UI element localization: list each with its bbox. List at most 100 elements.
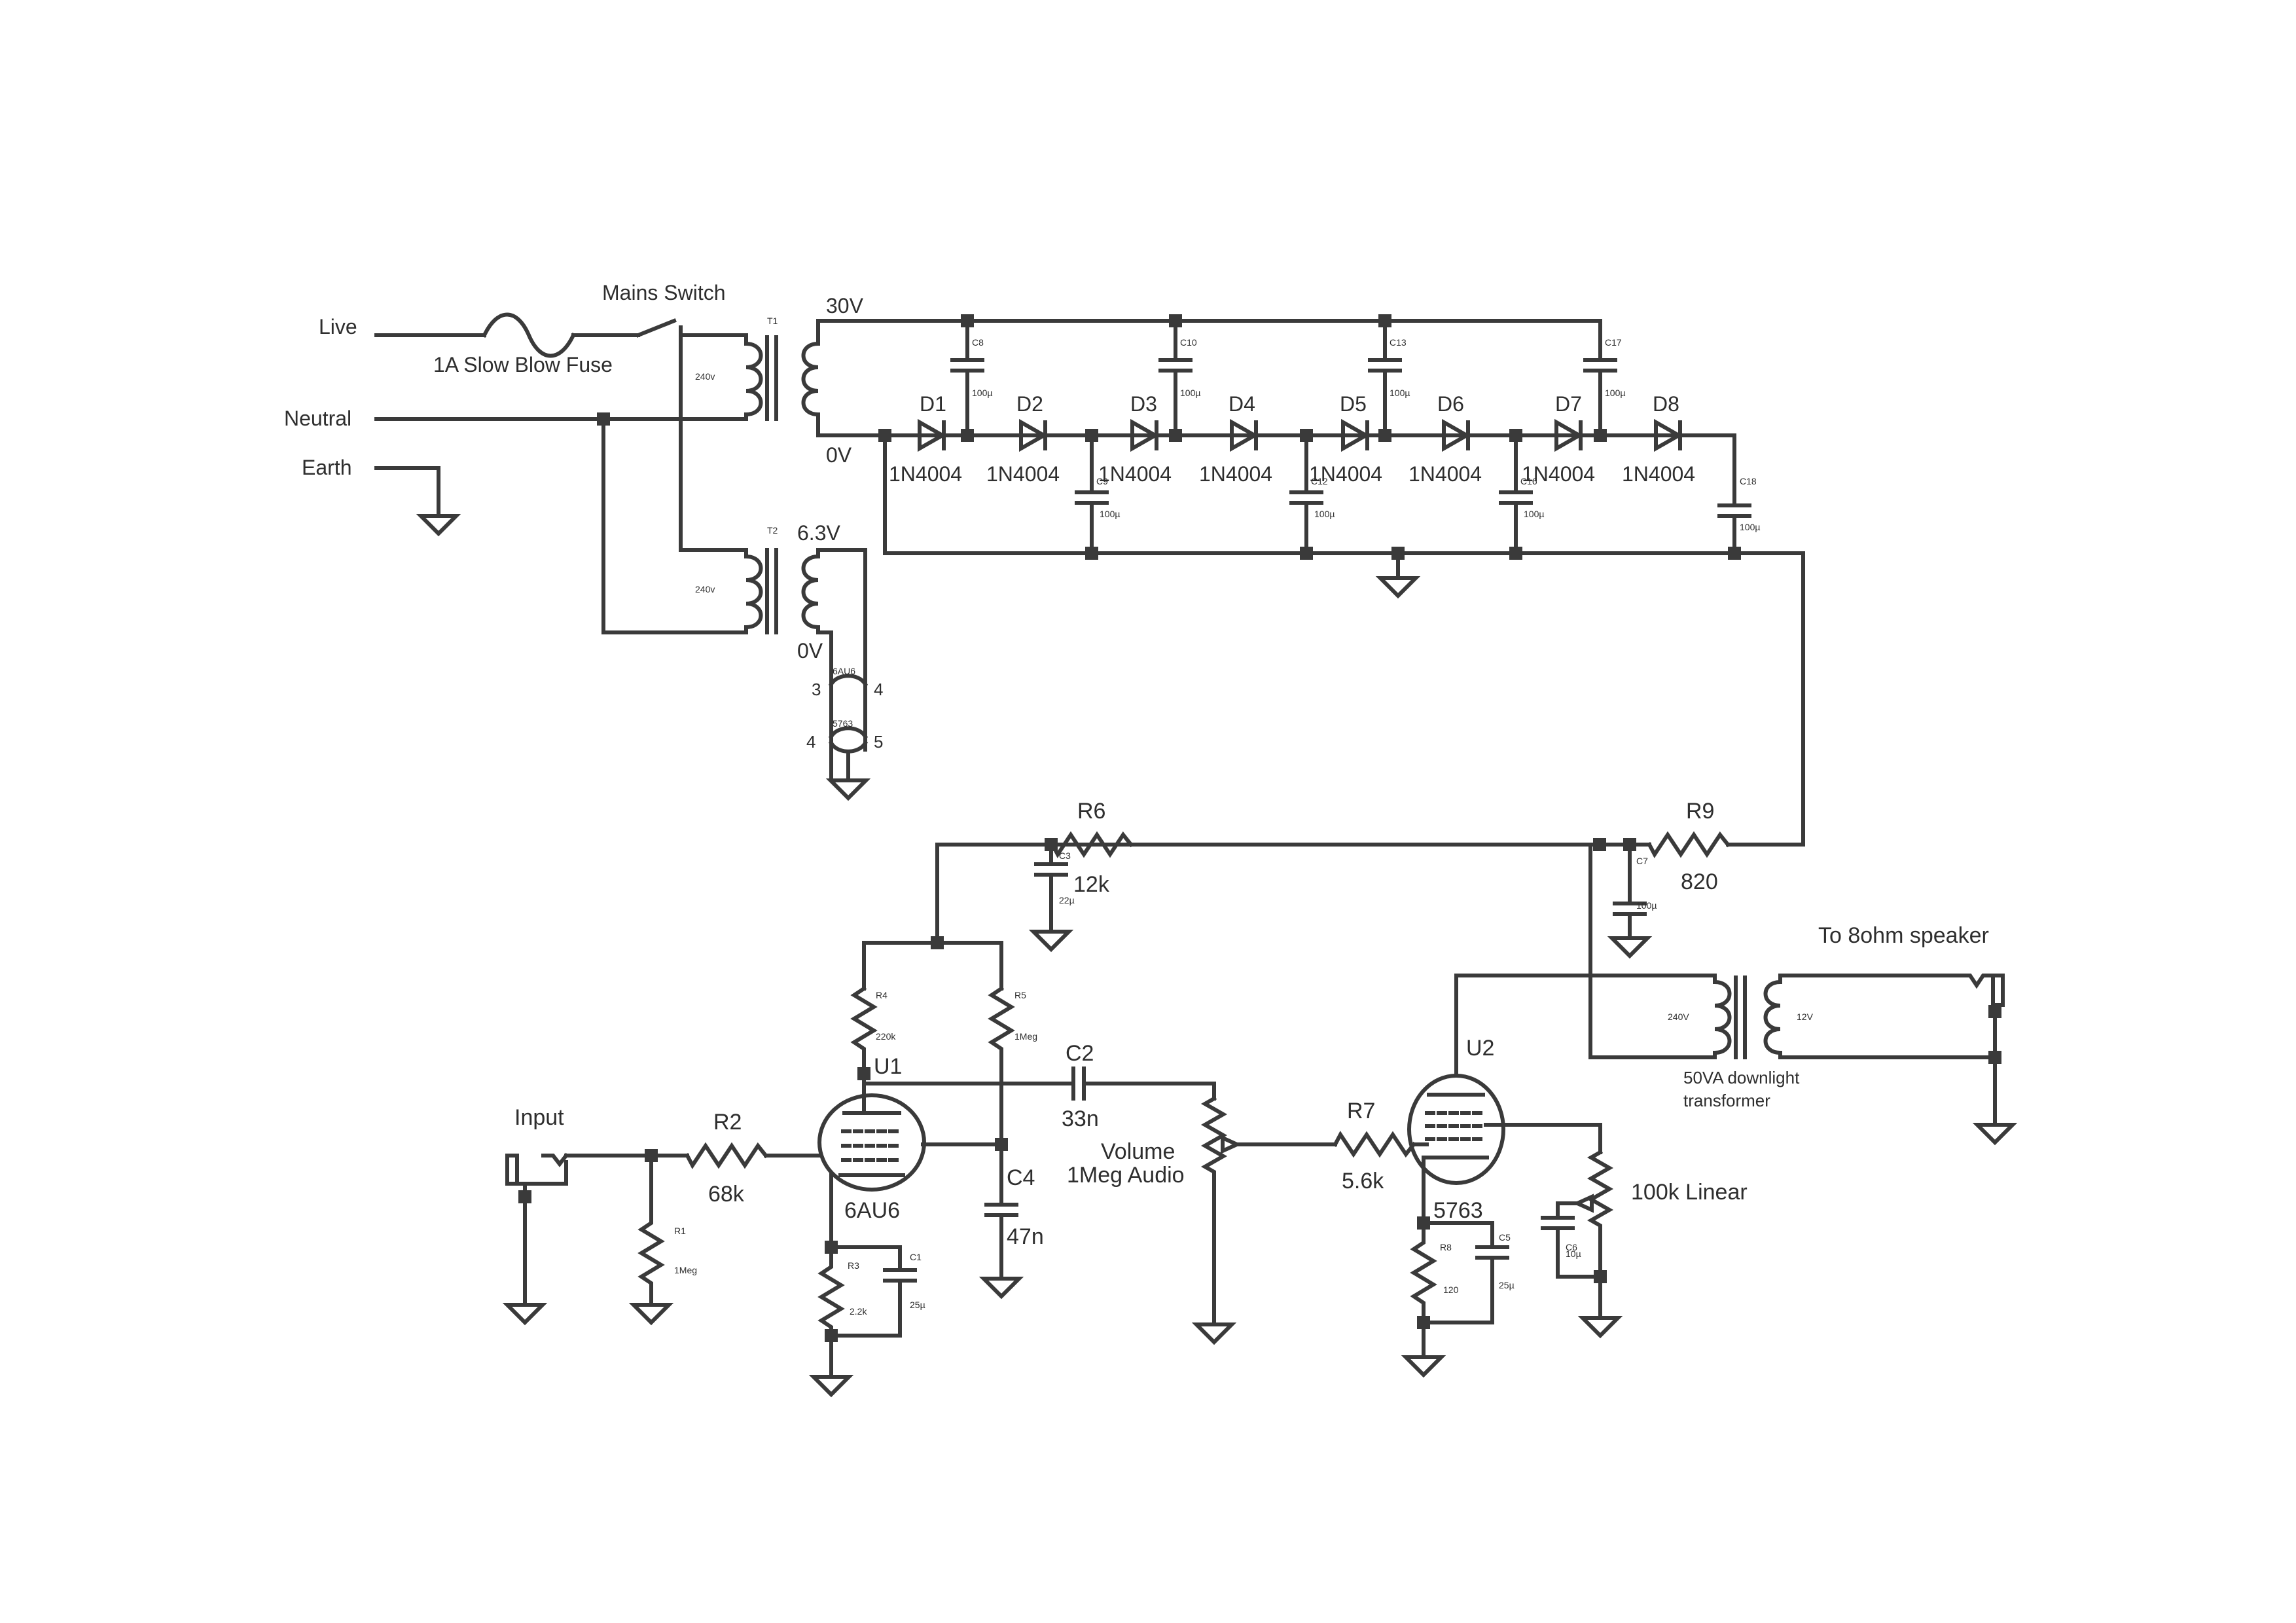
r7-value: 5.6k	[1342, 1169, 1384, 1194]
ot-secondary-coil	[1763, 974, 1782, 1059]
c2-out-wire	[1082, 1082, 1216, 1101]
neutral-label: Neutral	[284, 407, 351, 430]
heater-6au6-label: 6AU6	[833, 666, 855, 676]
screen-pot-label: 100k Linear	[1631, 1180, 1748, 1205]
d1-part: 1N4004	[889, 462, 962, 486]
c6-ref: C6	[1566, 1242, 1577, 1252]
cathode-ground-icon	[808, 1375, 854, 1398]
c7-ground-icon	[1607, 936, 1653, 959]
r1-ground-icon	[628, 1303, 674, 1326]
c9-ref: C9	[1096, 476, 1108, 486]
r9-icon	[1646, 831, 1731, 858]
c16-ref: C16	[1520, 476, 1537, 486]
diode-d1: D1 1N4004	[889, 392, 962, 486]
t1-ref: T1	[767, 316, 778, 326]
poweramp-section: R7 5.6k U2 5763 240V 12V 50VA downlight …	[1235, 843, 2018, 1378]
u2-plate-wire	[1454, 974, 1717, 1078]
c5-ref: C5	[1499, 1232, 1511, 1243]
output-rail	[883, 433, 1805, 847]
c4-ground-icon	[978, 1277, 1024, 1300]
neutral-to-t2	[601, 417, 748, 634]
r4-top-wire	[862, 941, 939, 991]
r1-icon	[637, 1154, 665, 1305]
d4-icon	[1230, 418, 1259, 452]
cap-c12: C12 100µ	[1289, 429, 1335, 560]
ot-core	[1734, 976, 1747, 1059]
t2-core	[765, 548, 778, 634]
junction-dot	[1300, 547, 1313, 560]
u1-tube-label: 6AU6	[844, 1198, 900, 1223]
preamp-bplus-wire	[935, 843, 1047, 945]
r7-icon	[1332, 1131, 1417, 1158]
earth-label: Earth	[302, 456, 351, 479]
c7-value: 100µ	[1636, 900, 1657, 911]
c9-icon	[1075, 433, 1109, 555]
earth-ground-icon	[416, 514, 461, 537]
d2-ref: D2	[1016, 392, 1043, 416]
r2-value: 68k	[708, 1182, 745, 1207]
volume-wiper-icon	[1221, 1135, 1242, 1154]
c10-icon	[1158, 319, 1193, 437]
earth-wire	[374, 466, 440, 516]
c18-value: 100µ	[1740, 522, 1760, 532]
c10-ref: C10	[1180, 337, 1197, 348]
c13-icon	[1368, 319, 1402, 437]
ot-label-1: 50VA downlight	[1683, 1068, 1800, 1087]
c10-value: 100µ	[1180, 388, 1200, 398]
cap-c16: C16 100µ	[1499, 429, 1544, 560]
junction-dot	[1509, 547, 1522, 560]
d6-ref: D6	[1437, 392, 1464, 416]
c17-value: 100µ	[1605, 388, 1625, 398]
transformer-t1: T1 240v 30V 0V	[695, 294, 864, 467]
junction-dot	[1593, 838, 1606, 851]
c17-icon	[1583, 358, 1617, 437]
u2-grids	[1425, 1111, 1486, 1141]
screen-pot-wiper-icon	[1572, 1194, 1594, 1213]
screen-pot-ground-icon	[1577, 1316, 1623, 1339]
r6-ref: R6	[1077, 799, 1105, 824]
t1-secondary-top-label: 30V	[826, 294, 864, 318]
d5-ref: D5	[1340, 392, 1367, 416]
u1-tube-icon	[817, 1093, 926, 1192]
junction-dot	[1594, 429, 1607, 442]
input-ground-icon	[502, 1303, 548, 1326]
heater-ground-icon	[825, 778, 871, 801]
switch-blade	[636, 318, 677, 338]
r3-icon	[817, 1245, 845, 1338]
heater-5763-pin-right: 5	[874, 732, 883, 752]
diode-d8: D8 1N4004	[1622, 392, 1695, 486]
diode-d3: D3 1N4004	[1098, 392, 1172, 486]
c3-ref: C3	[1059, 850, 1071, 861]
c18-ref: C18	[1740, 476, 1757, 486]
c8-ref: C8	[972, 337, 984, 348]
d3-part: 1N4004	[1098, 462, 1172, 486]
c13-ref: C13	[1390, 337, 1407, 348]
diode-d6: D6 1N4004	[1408, 392, 1482, 486]
heater-6au6-pin-left: 3	[812, 680, 821, 699]
c1-icon	[829, 1245, 917, 1338]
c6-icon	[1541, 1201, 1602, 1279]
c16-value: 100µ	[1524, 509, 1544, 519]
r5-icon	[988, 985, 1015, 1141]
r5-value: 1Meg	[1014, 1031, 1037, 1042]
r7-ref: R7	[1347, 1099, 1375, 1123]
volume-label-1: Volume	[1101, 1139, 1175, 1164]
heater-return-wire	[816, 630, 833, 781]
junction-dot	[1169, 429, 1182, 442]
diode-d4: D4 1N4004	[1199, 392, 1272, 486]
junction-dot	[1728, 547, 1741, 560]
junction-dot	[961, 429, 974, 442]
d7-part: 1N4004	[1522, 462, 1595, 486]
t2-secondary-top-label: 6.3V	[797, 521, 840, 545]
c7-ref: C7	[1636, 856, 1648, 866]
d6-icon	[1442, 418, 1471, 452]
cap-c9: C9 100µ	[1075, 429, 1120, 560]
d7-ref: D7	[1555, 392, 1582, 416]
r2-icon	[684, 1142, 769, 1169]
ot-primary-label: 240V	[1668, 1012, 1689, 1022]
d1-ref: D1	[920, 392, 946, 416]
screen-pot-icon	[1587, 1149, 1614, 1318]
c12-icon	[1289, 433, 1323, 555]
c2-value: 33n	[1062, 1106, 1099, 1131]
d2-icon	[1019, 418, 1049, 452]
